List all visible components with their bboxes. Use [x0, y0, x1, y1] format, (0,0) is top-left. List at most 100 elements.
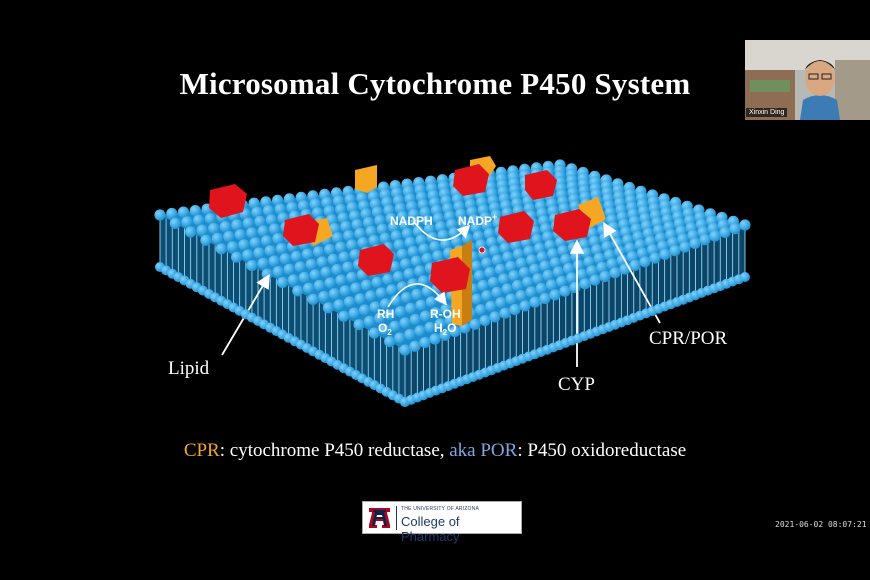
lipid-head — [576, 268, 588, 280]
lipid-head — [403, 268, 415, 280]
lipid-head — [488, 245, 500, 257]
caption-aka-por: aka POR — [449, 440, 518, 461]
lipid-head — [185, 226, 197, 238]
lipid-head — [429, 333, 441, 345]
lipid-head — [557, 245, 569, 257]
lipid-head — [573, 259, 585, 271]
lipid-head — [394, 306, 406, 318]
lipid-head — [354, 227, 366, 239]
lipid-head — [486, 236, 498, 248]
lipid-head — [410, 255, 422, 267]
lipid-head — [227, 241, 239, 253]
lipid-head — [219, 221, 231, 233]
lipid-head — [544, 239, 556, 251]
lipid-head — [335, 274, 347, 286]
lipid-head — [312, 246, 325, 258]
lipid-head — [369, 301, 381, 313]
lipid-head — [523, 245, 535, 257]
lipid-head — [415, 299, 427, 311]
lipid-head — [414, 265, 426, 277]
lipid-head — [242, 249, 254, 261]
lipid-head — [409, 313, 421, 326]
lipid-head — [328, 222, 341, 235]
lipid-head — [399, 344, 411, 356]
lipid-head — [307, 293, 319, 305]
lipid-head — [549, 289, 561, 301]
lipid-head — [419, 310, 432, 322]
lipid-head — [477, 279, 489, 292]
lipid-head — [429, 240, 441, 253]
lipid-head — [499, 307, 511, 319]
lipid-head — [246, 260, 258, 272]
lipid-head — [337, 212, 349, 224]
lipid-head — [531, 233, 543, 246]
lipid-head — [301, 248, 313, 260]
lipid-head — [283, 193, 295, 205]
electron-dot — [478, 246, 486, 254]
lipid-head — [268, 223, 281, 235]
cyp-protein — [209, 164, 591, 293]
lipid-head — [265, 214, 277, 226]
lipid-head — [505, 260, 517, 272]
lipid-head — [389, 320, 401, 332]
slide-caption: CPR: cytochrome P450 reductase, aka POR:… — [0, 440, 870, 462]
lipid-head — [346, 201, 358, 213]
caption-cpr: CPR — [183, 440, 220, 461]
lipid-head — [272, 233, 284, 245]
lipid-head — [196, 224, 208, 236]
lipid-head — [421, 214, 433, 227]
lipid-head — [331, 264, 343, 276]
h2o-label: H2O — [434, 321, 456, 337]
lipid-head — [254, 215, 266, 227]
lipid-head — [616, 254, 628, 266]
lipid-head — [469, 318, 481, 330]
lipid-head — [471, 293, 483, 305]
lipid-head — [739, 219, 751, 231]
lipid-head — [384, 336, 396, 348]
lipid-head — [339, 285, 351, 297]
lipid-head — [375, 287, 387, 299]
lipid-head — [539, 292, 551, 305]
lipid-head — [177, 206, 190, 218]
lipid-head — [208, 222, 220, 234]
lipid-head — [348, 307, 360, 319]
nadph-reaction-arrow — [414, 222, 471, 241]
lipid-head — [374, 214, 386, 226]
lipid-head — [552, 266, 564, 278]
membrane-diagram: NADPH NADP+ RH O2 R-OH H2O — [154, 156, 751, 407]
lipid-head — [579, 278, 591, 290]
lipid-head — [740, 272, 750, 282]
lipid-head — [189, 205, 201, 217]
lipid-head — [439, 329, 451, 341]
lipid-head — [415, 234, 427, 246]
logo-divider — [396, 506, 397, 530]
lipid-head — [526, 254, 538, 266]
lipid-head — [589, 274, 601, 286]
lipid-head — [396, 248, 408, 260]
lipid-head — [248, 197, 260, 209]
caption-cpr-definition: : cytochrome P450 reductase, — [219, 440, 450, 461]
lipid-head — [560, 253, 572, 265]
lipid-head — [349, 249, 361, 261]
lipid-head — [566, 272, 578, 284]
lipid-head — [365, 225, 377, 237]
lipid-head — [451, 235, 463, 247]
lipid-head — [470, 222, 482, 234]
lipid-head — [473, 270, 486, 282]
lipid-head — [389, 260, 401, 273]
lipid-head — [286, 201, 298, 213]
lipid-head — [318, 290, 330, 303]
lipid-head — [472, 230, 484, 242]
lipid-head — [274, 203, 286, 215]
lipid-head — [324, 243, 336, 256]
lipid-head — [275, 242, 287, 255]
lipid-head — [166, 207, 178, 220]
lipid-head — [596, 261, 608, 273]
lipid-head — [440, 238, 452, 250]
lipid-head — [719, 226, 731, 238]
lipid-head — [626, 251, 638, 263]
lipid-head — [418, 243, 430, 255]
lipid-head — [390, 230, 402, 242]
lipid-head — [303, 282, 315, 294]
lipid-head — [298, 271, 310, 283]
